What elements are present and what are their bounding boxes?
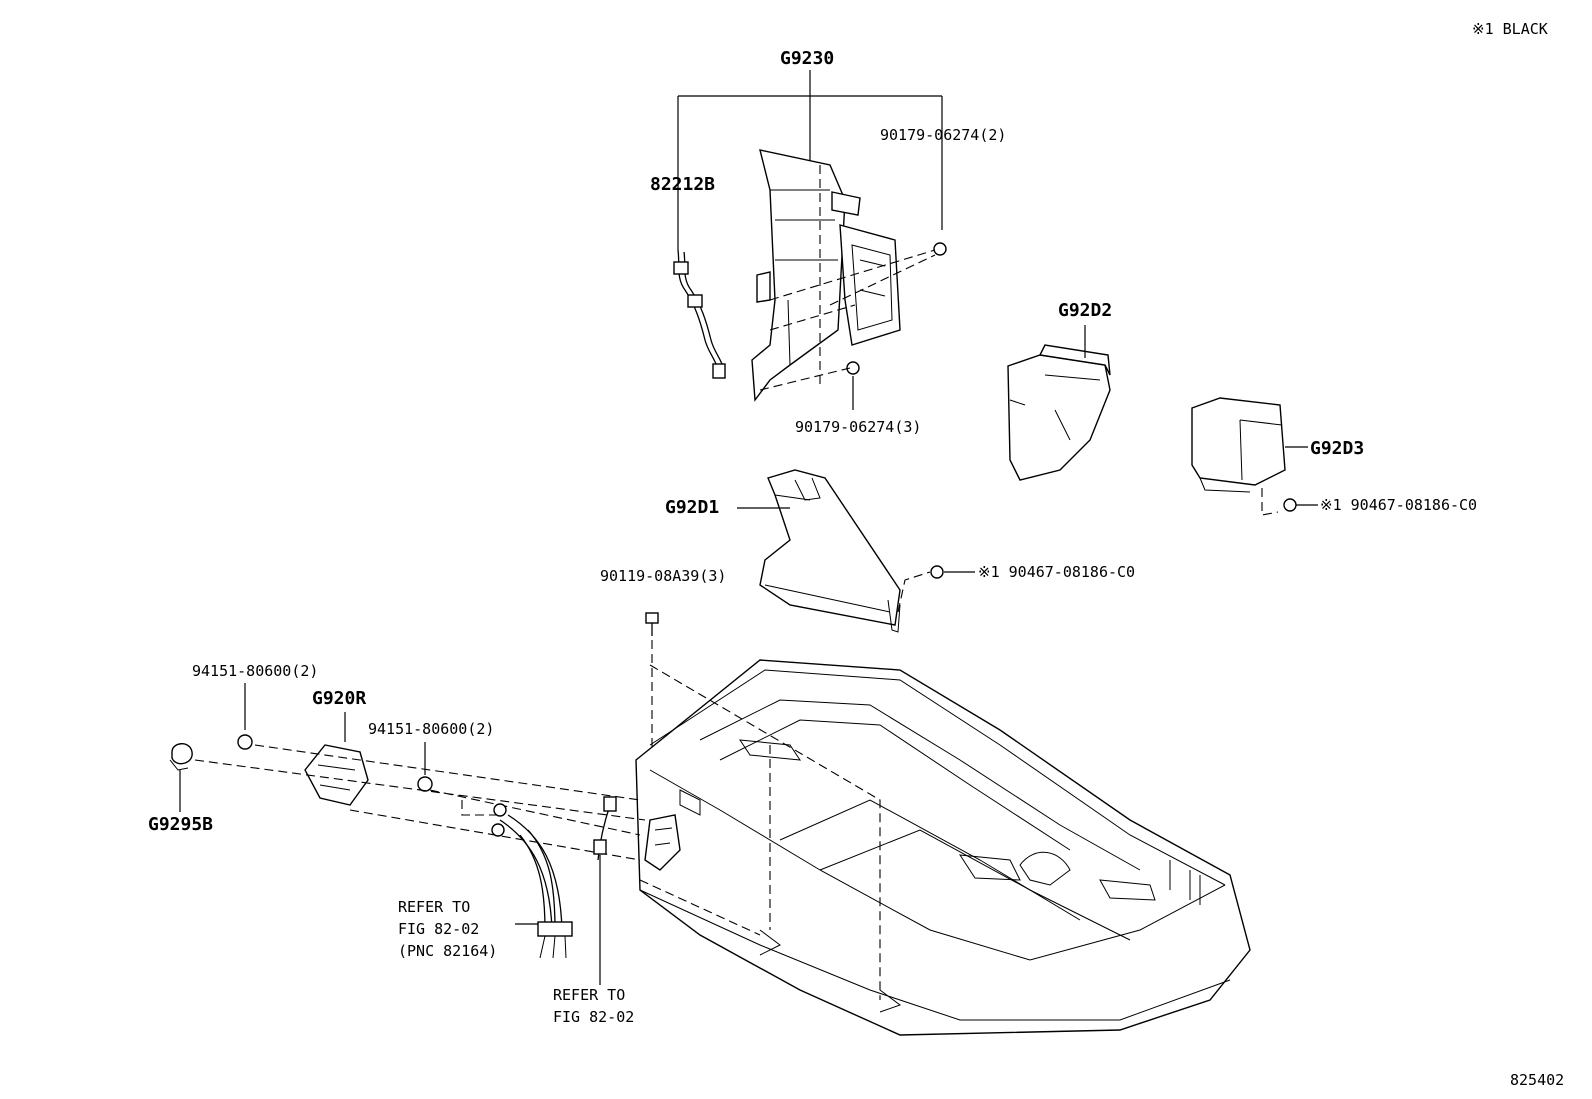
tray-connector bbox=[644, 814, 681, 871]
label-82212b[interactable]: 82212B bbox=[650, 174, 715, 195]
label-g92d1[interactable]: G92D1 bbox=[665, 497, 719, 518]
label-refer2-line2[interactable]: FIG 82-02 bbox=[553, 1008, 634, 1026]
clip-right-icon bbox=[1283, 498, 1297, 512]
label-bolt[interactable]: 90119-08A39(3) bbox=[600, 567, 726, 585]
label-g9295b[interactable]: G9295B bbox=[148, 814, 213, 835]
ecu-bracket-assembly bbox=[751, 149, 947, 402]
note-black: ※1 BLACK bbox=[1472, 20, 1548, 38]
ground-cable bbox=[593, 796, 617, 861]
label-refer2-line1[interactable]: REFER TO bbox=[553, 986, 625, 1004]
cover-g92d3 bbox=[1191, 397, 1286, 493]
label-g92d3[interactable]: G92D3 bbox=[1310, 438, 1364, 459]
bracket-g920r bbox=[304, 744, 369, 806]
label-refer1-line1[interactable]: REFER TO bbox=[398, 898, 470, 916]
duct-g92d1 bbox=[759, 469, 901, 633]
cable-harness bbox=[491, 803, 573, 959]
label-refer1-line2[interactable]: FIG 82-02 bbox=[398, 920, 479, 938]
wire-82212b bbox=[673, 249, 726, 379]
duct-g92d2 bbox=[1007, 344, 1111, 481]
clamp-g9295b bbox=[169, 743, 193, 771]
battery-tray bbox=[635, 659, 1251, 1036]
label-refer1-line3[interactable]: (PNC 82164) bbox=[398, 942, 497, 960]
nut-left-a-icon bbox=[237, 734, 253, 750]
label-nut-left-a[interactable]: 94151-80600(2) bbox=[192, 662, 318, 680]
nut-bottom-icon bbox=[846, 361, 860, 375]
label-nut-top[interactable]: 90179-06274(2) bbox=[880, 126, 1006, 144]
clip-mid-icon bbox=[930, 565, 944, 579]
nut-top-icon bbox=[933, 242, 947, 256]
label-g9230[interactable]: G9230 bbox=[780, 48, 834, 69]
label-clip-mid[interactable]: ※1 90467-08186-C0 bbox=[978, 563, 1135, 581]
figure-id: 825402 bbox=[1510, 1071, 1564, 1089]
nut-left-b-icon bbox=[417, 776, 433, 792]
label-nut-bottom[interactable]: 90179-06274(3) bbox=[795, 418, 921, 436]
bolt-icon bbox=[645, 612, 659, 636]
label-clip-right[interactable]: ※1 90467-08186-C0 bbox=[1320, 496, 1477, 514]
label-g920r[interactable]: G920R bbox=[312, 688, 366, 709]
label-g92d2[interactable]: G92D2 bbox=[1058, 300, 1112, 321]
g9230-callout bbox=[677, 70, 943, 250]
label-nut-left-b[interactable]: 94151-80600(2) bbox=[368, 720, 494, 738]
